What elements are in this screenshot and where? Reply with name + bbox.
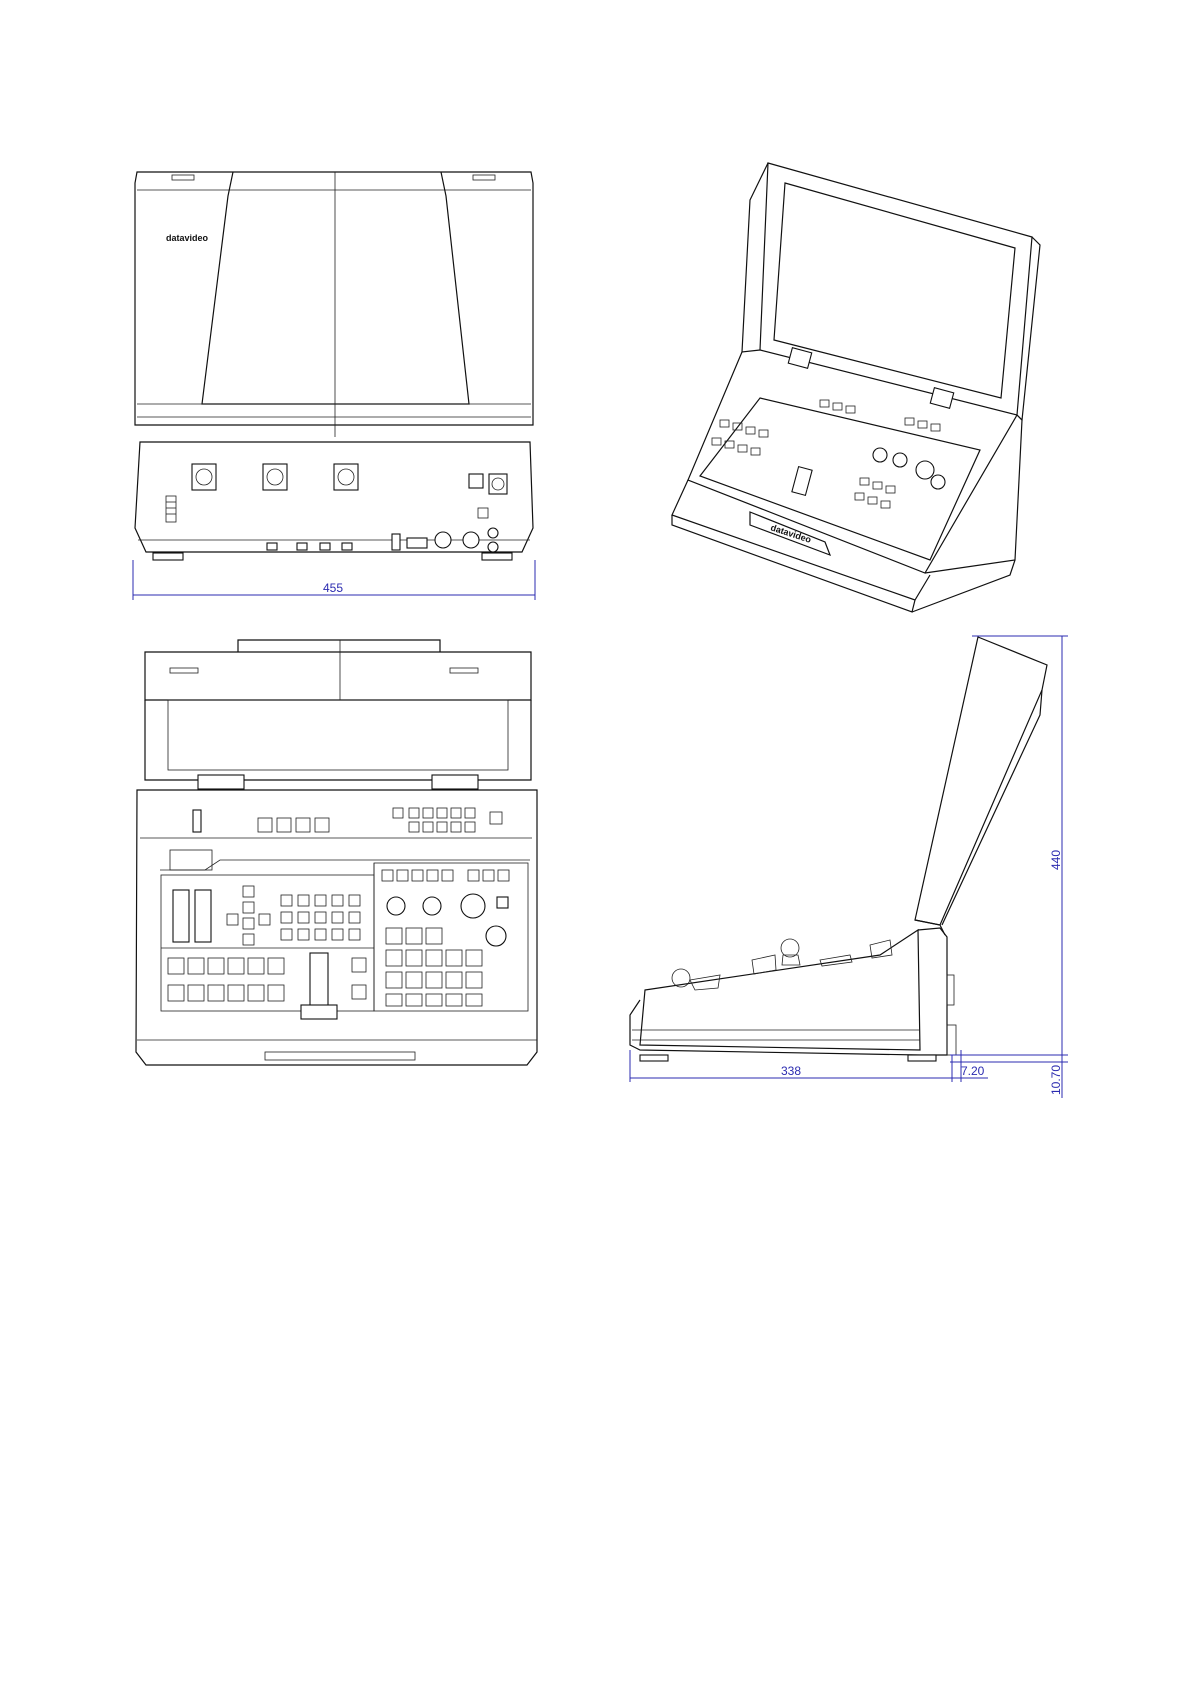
- isometric-view: datavideo: [672, 163, 1040, 612]
- brand-logo: datavideo: [166, 233, 209, 243]
- dimension-offset-label: 7.20: [961, 1064, 985, 1078]
- dimension-foot-label: 10.70: [1049, 1065, 1063, 1095]
- dimension-width-label: 455: [323, 581, 343, 595]
- svg-text:datavideo: datavideo: [769, 522, 813, 545]
- side-view: 338 7.20 440 10.70: [630, 636, 1068, 1098]
- dimension-depth-label: 338: [781, 1064, 801, 1078]
- front-view-open: [136, 640, 537, 1065]
- front-view-closed: datavideo: [133, 172, 535, 600]
- dimension-height-label: 440: [1049, 850, 1063, 870]
